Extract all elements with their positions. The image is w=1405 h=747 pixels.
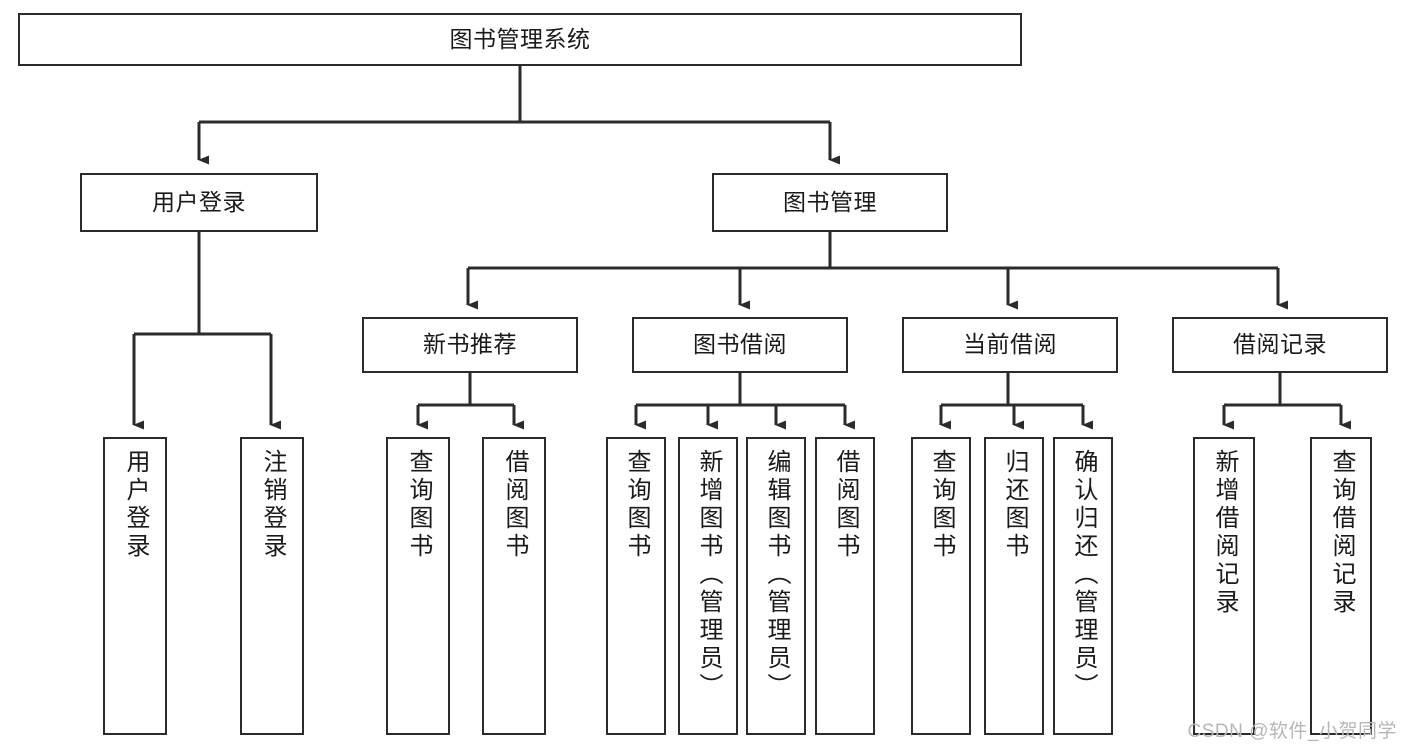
node-label: 用户登录: [152, 188, 246, 215]
node-leaf-add-borrow-record[interactable]: 新增借阅记录: [1193, 437, 1255, 735]
node-label: 查询借阅记录: [1328, 449, 1355, 617]
node-label: 当前借阅: [963, 331, 1057, 358]
node-leaf-borrow-book[interactable]: 借阅图书: [815, 437, 875, 735]
node-leaf-user-login[interactable]: 用户登录: [103, 437, 167, 735]
node-label: 借阅图书: [501, 449, 528, 561]
connector-bookborrow-to-leaves: [634, 373, 855, 430]
connector-newbook-to-leaves: [416, 373, 524, 430]
node-label: 图书借阅: [693, 331, 787, 358]
node-current-borrow[interactable]: 当前借阅: [902, 317, 1118, 373]
node-leaf-confirm-return[interactable]: 确认归还（管理员）: [1053, 437, 1113, 735]
node-leaf-logout-login[interactable]: 注销登录: [240, 437, 304, 735]
node-label: 编辑图书（管理员）: [763, 449, 790, 701]
node-label: 新书推荐: [423, 331, 517, 358]
node-leaf-return-book[interactable]: 归还图书: [984, 437, 1044, 735]
node-borrow-record[interactable]: 借阅记录: [1172, 317, 1388, 373]
node-label: 新增借阅记录: [1211, 449, 1238, 617]
node-user-login[interactable]: 用户登录: [80, 173, 318, 232]
connector-root-to-level2: [197, 66, 840, 165]
node-label: 归还图书: [1001, 449, 1028, 561]
connector-userlogin-to-leaves: [132, 232, 281, 430]
node-leaf-query-borrow-record[interactable]: 查询借阅记录: [1310, 437, 1372, 735]
csdn-watermark: CSDN @软件_小贺同学: [1187, 721, 1397, 742]
node-book-management[interactable]: 图书管理: [712, 173, 948, 232]
node-label: 注销登录: [259, 449, 286, 561]
connector-borrowrecord-to-leaves: [1222, 373, 1351, 430]
node-new-book-recommend[interactable]: 新书推荐: [362, 317, 578, 373]
node-label: 新增图书（管理员）: [695, 449, 722, 701]
node-label: 确认归还（管理员）: [1070, 449, 1097, 701]
connector-bookmgmt-to-level3: [466, 232, 1288, 310]
node-label: 图书管理: [783, 188, 877, 215]
node-leaf-add-book-admin[interactable]: 新增图书（管理员）: [678, 437, 738, 735]
node-label: 查询图书: [623, 449, 650, 561]
node-label: 借阅记录: [1233, 331, 1327, 358]
node-leaf-borrow-book-rec[interactable]: 借阅图书: [482, 437, 546, 735]
connector-currentborrow-to-leaves: [939, 373, 1093, 430]
node-label: 图书管理系统: [449, 25, 591, 52]
node-root-system[interactable]: 图书管理系统: [18, 13, 1022, 66]
node-leaf-query-book-borrow[interactable]: 查询图书: [606, 437, 666, 735]
node-leaf-query-book-current[interactable]: 查询图书: [911, 437, 971, 735]
node-label: 用户登录: [122, 449, 149, 561]
node-book-borrow[interactable]: 图书借阅: [632, 317, 848, 373]
node-leaf-edit-book-admin[interactable]: 编辑图书（管理员）: [746, 437, 806, 735]
node-label: 查询图书: [928, 449, 955, 561]
node-leaf-query-book-rec[interactable]: 查询图书: [386, 437, 450, 735]
node-label: 查询图书: [405, 449, 432, 561]
node-label: 借阅图书: [832, 449, 859, 561]
